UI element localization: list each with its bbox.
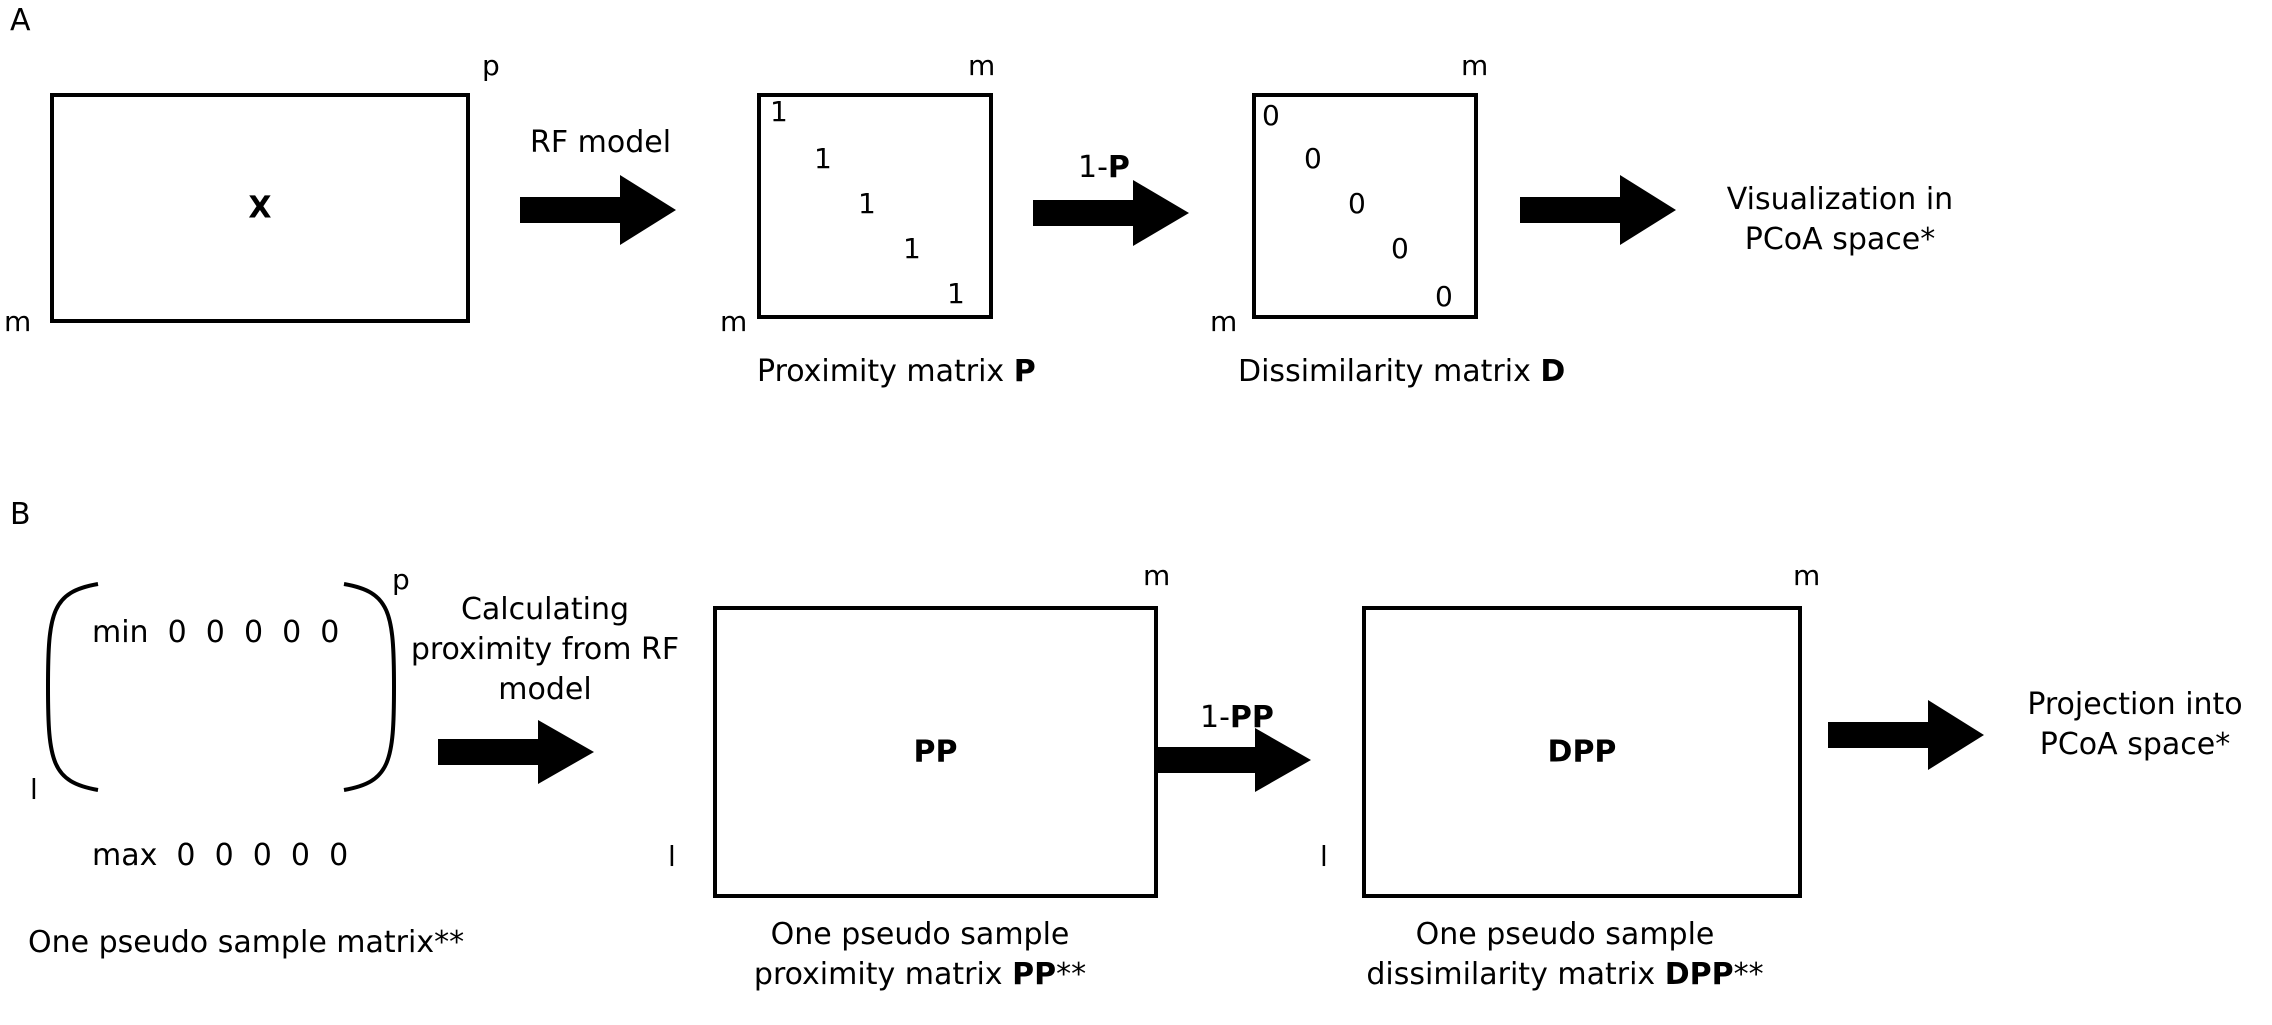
x-matrix-row-dim: m	[4, 305, 32, 338]
projection-line1: Projection into	[2027, 687, 2243, 722]
rf-model-label: RF model	[530, 125, 672, 160]
x-matrix: X	[50, 93, 470, 323]
dpp-matrix: DPP	[1362, 606, 1802, 898]
calculating-line1: Calculating	[460, 592, 630, 627]
calculating-line3: model	[498, 672, 592, 707]
right-parenthesis	[343, 582, 397, 792]
panel-b-letter: B	[10, 497, 31, 532]
proximity-col-dim: m	[968, 49, 996, 82]
dpp-matrix-label: DPP	[1547, 734, 1617, 770]
arrow-one-minus-p	[1033, 180, 1189, 246]
proximity-diag-1: 1	[770, 95, 788, 128]
pp-col-dim: m	[1143, 559, 1171, 592]
dpp-row-dim: l	[1320, 840, 1328, 873]
dissimilarity-diag-5: 0	[1435, 280, 1453, 313]
proximity-diag-5: 1	[947, 277, 965, 310]
arrow-calculating-proximity	[438, 720, 594, 784]
pseudo-row-dim: l	[30, 773, 38, 806]
dissimilarity-caption: Dissimilarity matrix D	[1238, 354, 1566, 389]
visualization-result: Visualization in PCoA space*	[1700, 180, 1980, 260]
proximity-caption: Proximity matrix P	[757, 354, 1036, 389]
dissimilarity-diag-4: 0	[1391, 232, 1409, 265]
proximity-matrix	[757, 93, 993, 319]
dissimilarity-diag-3: 0	[1348, 187, 1366, 220]
proximity-diag-3: 1	[858, 187, 876, 220]
arrow-to-projection	[1828, 700, 1984, 770]
dissimilarity-diag-2: 0	[1304, 142, 1322, 175]
visualization-line2: PCoA space*	[1744, 222, 1936, 257]
dpp-col-dim: m	[1793, 559, 1821, 592]
panel-a-letter: A	[10, 3, 31, 38]
calculating-line2: proximity from RF	[410, 632, 680, 667]
calculating-proximity-label: Calculating proximity from RF model	[395, 590, 695, 710]
proximity-row-dim: m	[720, 305, 748, 338]
arrow-one-minus-pp	[1155, 728, 1311, 792]
one-minus-pp-label: 1-PP	[1200, 700, 1274, 735]
pp-caption-line1: One pseudo sample	[770, 917, 1070, 952]
dissimilarity-matrix	[1252, 93, 1478, 319]
dissimilarity-row-dim: m	[1210, 305, 1238, 338]
x-matrix-col-dim: p	[482, 49, 500, 82]
pp-matrix: PP	[713, 606, 1158, 898]
visualization-line1: Visualization in	[1726, 182, 1954, 217]
dpp-caption: One pseudo sample dissimilarity matrix D…	[1355, 915, 1775, 995]
dpp-caption-line2: dissimilarity matrix DPP**	[1366, 957, 1764, 992]
pp-caption: One pseudo sample proximity matrix PP**	[720, 915, 1120, 995]
dissimilarity-diag-1: 0	[1262, 99, 1280, 132]
arrow-rf-model	[520, 175, 676, 245]
arrow-to-visualization	[1520, 175, 1676, 245]
dissimilarity-col-dim: m	[1461, 49, 1489, 82]
proximity-diag-4: 1	[903, 232, 921, 265]
proximity-diag-2: 1	[814, 142, 832, 175]
x-matrix-label: X	[248, 190, 272, 226]
pseudo-row-max: max 0 0 0 0 0	[92, 838, 349, 873]
one-minus-p-label: 1-P	[1078, 150, 1130, 185]
left-parenthesis	[45, 582, 99, 792]
pseudo-col-dim: p	[392, 563, 410, 596]
pseudo-row-min: min 0 0 0 0 0	[92, 615, 340, 650]
dpp-caption-line1: One pseudo sample	[1415, 917, 1715, 952]
pseudo-caption: One pseudo sample matrix**	[28, 925, 465, 960]
projection-line2: PCoA space*	[2039, 727, 2231, 762]
pp-caption-line2: proximity matrix PP**	[753, 957, 1087, 992]
pp-matrix-label: PP	[913, 734, 958, 770]
pp-row-dim: l	[668, 840, 676, 873]
projection-result: Projection into PCoA space*	[2010, 685, 2260, 765]
